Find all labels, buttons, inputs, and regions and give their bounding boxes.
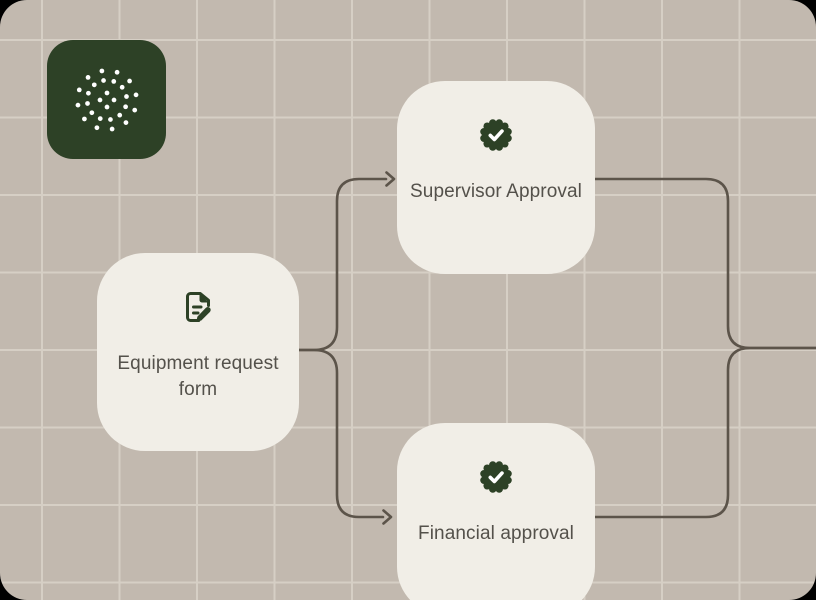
app-logo[interactable] (47, 40, 166, 159)
node-label-financial: Financial approval (418, 523, 574, 544)
node-supervisor-approval[interactable]: Supervisor Approval (397, 81, 595, 274)
arrowhead-supervisor-icon (385, 171, 396, 187)
connector-supervisor-to-merge (593, 177, 816, 350)
verified-badge-icon (480, 119, 512, 151)
connector-group (297, 171, 816, 525)
verified-badge-icon (480, 461, 512, 493)
node-financial-approval[interactable]: Financial approval (397, 423, 595, 600)
connector-financial-to-merge (593, 346, 816, 519)
dotted-burst-icon (75, 68, 138, 131)
document-edit-icon (186, 292, 211, 322)
node-label-equipment: Equipment request form (117, 353, 279, 400)
connector-equipment-to-financial (297, 348, 385, 519)
node-label-supervisor: Supervisor Approval (410, 181, 582, 202)
checkmark-icon (488, 129, 504, 142)
node-equipment-request-form[interactable]: Equipment request form (97, 253, 299, 451)
arrowhead-financial-icon (382, 509, 393, 525)
connector-equipment-to-supervisor (297, 177, 388, 352)
checkmark-icon (488, 471, 504, 484)
